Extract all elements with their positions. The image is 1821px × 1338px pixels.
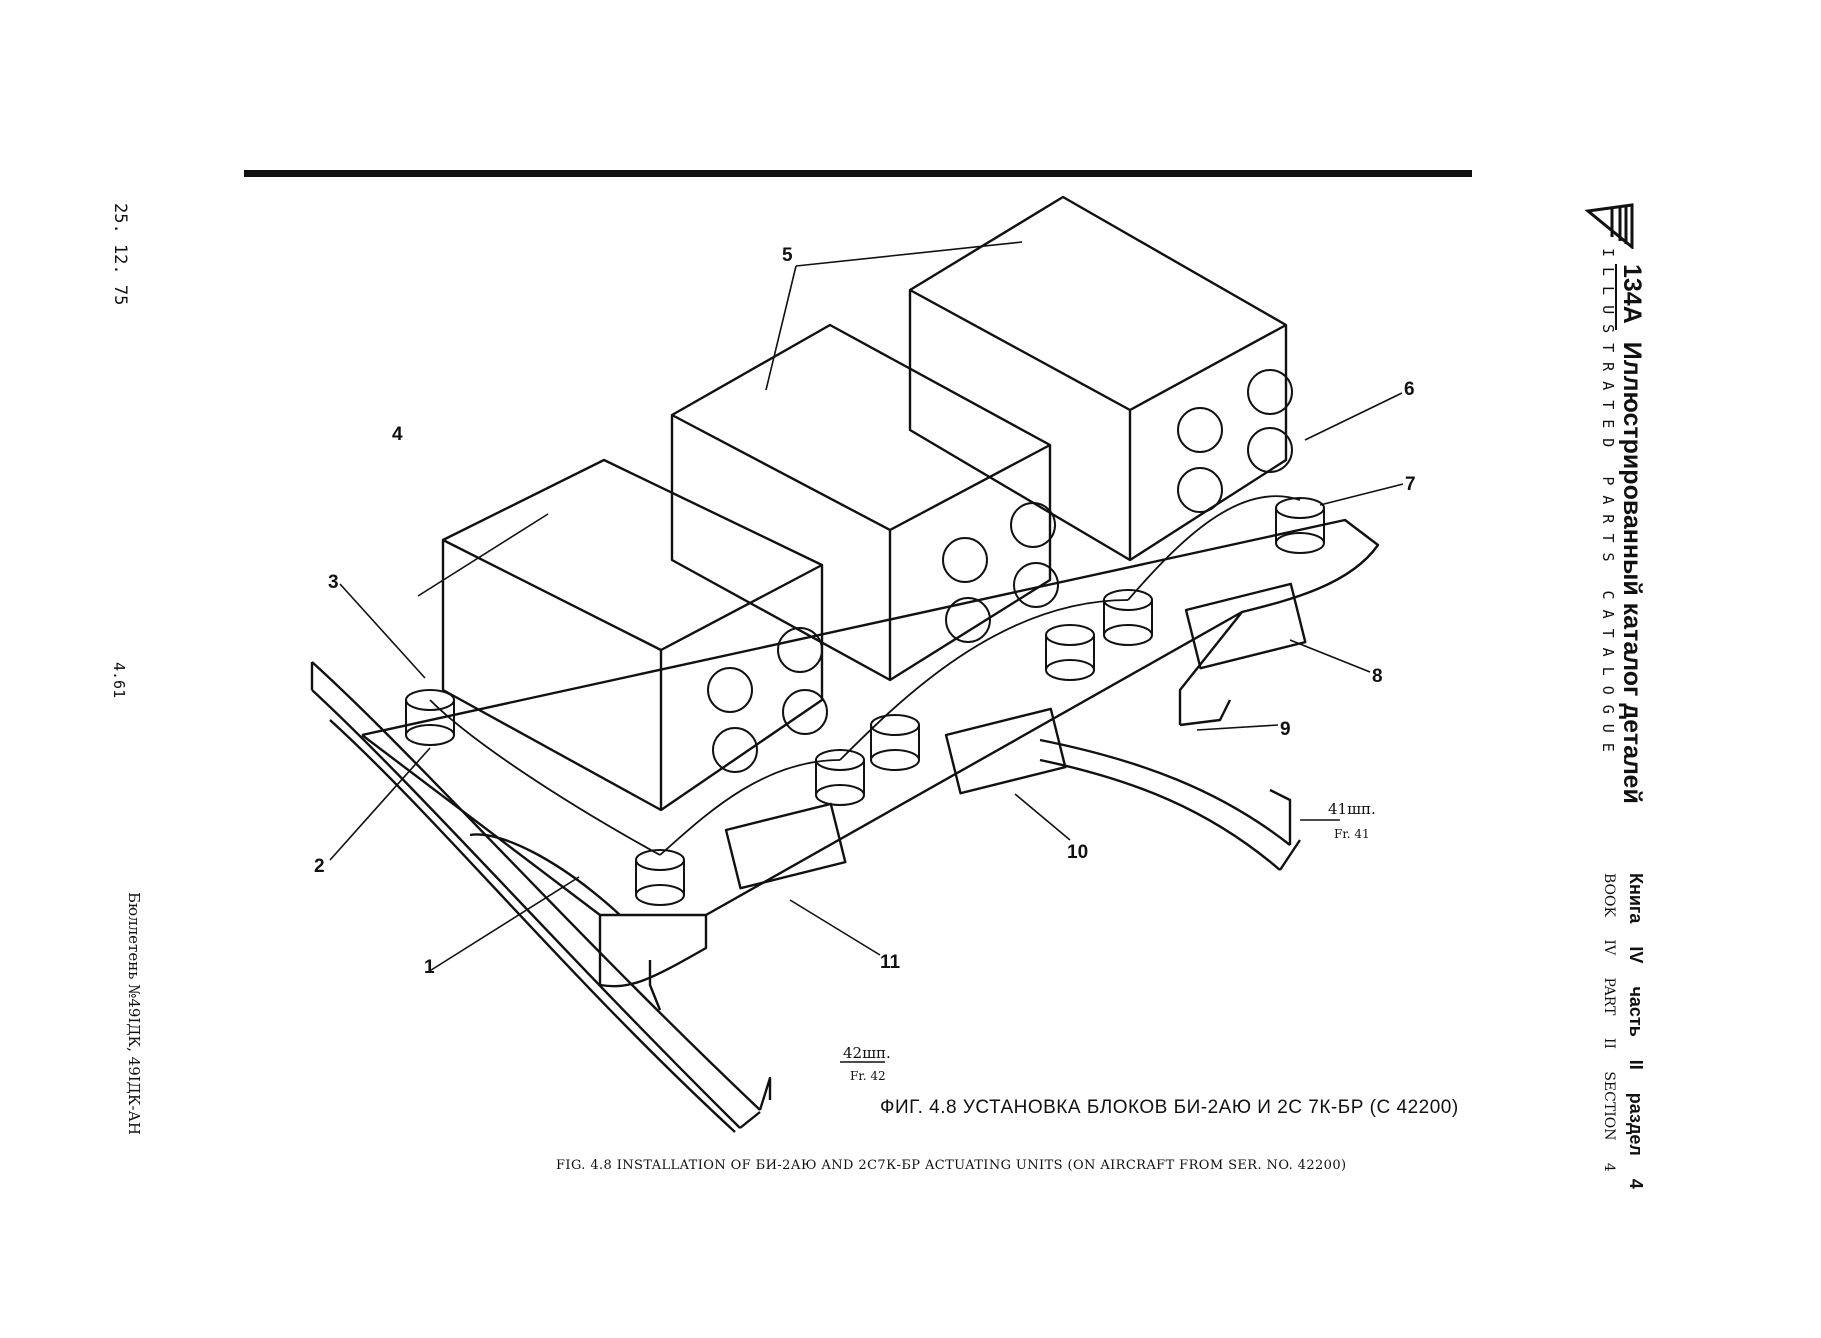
bonding-cables <box>429 495 1301 856</box>
nameplate-11 <box>724 802 847 890</box>
callout-2: 2 <box>314 856 325 877</box>
frame-41-label: 41шп. <box>1328 800 1376 818</box>
frame-42-sub: Fr. 42 <box>850 1069 886 1083</box>
mounting-platform <box>361 518 1380 1011</box>
nameplate-10 <box>944 707 1067 795</box>
figure-caption-ru: ФИГ. 4.8 УСТАНОВКА БЛОКОВ БИ-2АЮ И 2С 7К… <box>880 1097 1459 1118</box>
frame-41-sub: Fr. 41 <box>1334 827 1370 841</box>
manufacturer-logo <box>1584 203 1634 249</box>
header-rule <box>244 170 1472 177</box>
actuating-unit-box-5a <box>670 323 1052 682</box>
callout-10: 10 <box>1067 842 1088 863</box>
figure-caption-en: FIG. 4.8 INSTALLATION OF БИ-2АЮ AND 2С7К… <box>556 1158 1347 1173</box>
callout-labels: 1 2 3 4 5 6 7 8 9 10 11 41шп. Fr. 41 42ш… <box>314 245 1416 1083</box>
callout-11: 11 <box>880 952 901 973</box>
actuating-unit-box-5b <box>908 195 1288 562</box>
frame-beam-42 <box>310 661 772 1133</box>
callout-6: 6 <box>1404 379 1415 400</box>
callout-5: 5 <box>782 245 793 266</box>
frame-42-label: 42шп. <box>843 1044 891 1062</box>
actuating-unit-box-4 <box>441 458 824 812</box>
callout-3: 3 <box>328 572 339 593</box>
callout-9: 9 <box>1280 719 1291 740</box>
callout-7: 7 <box>1405 474 1416 495</box>
callout-8: 8 <box>1372 666 1383 687</box>
leader-lines <box>329 241 1404 1063</box>
callout-4: 4 <box>392 424 403 445</box>
shock-mounts <box>405 497 1325 906</box>
callout-1: 1 <box>424 957 435 978</box>
frame-beam-41 <box>1039 738 1301 871</box>
nameplate-8 <box>1184 582 1307 670</box>
